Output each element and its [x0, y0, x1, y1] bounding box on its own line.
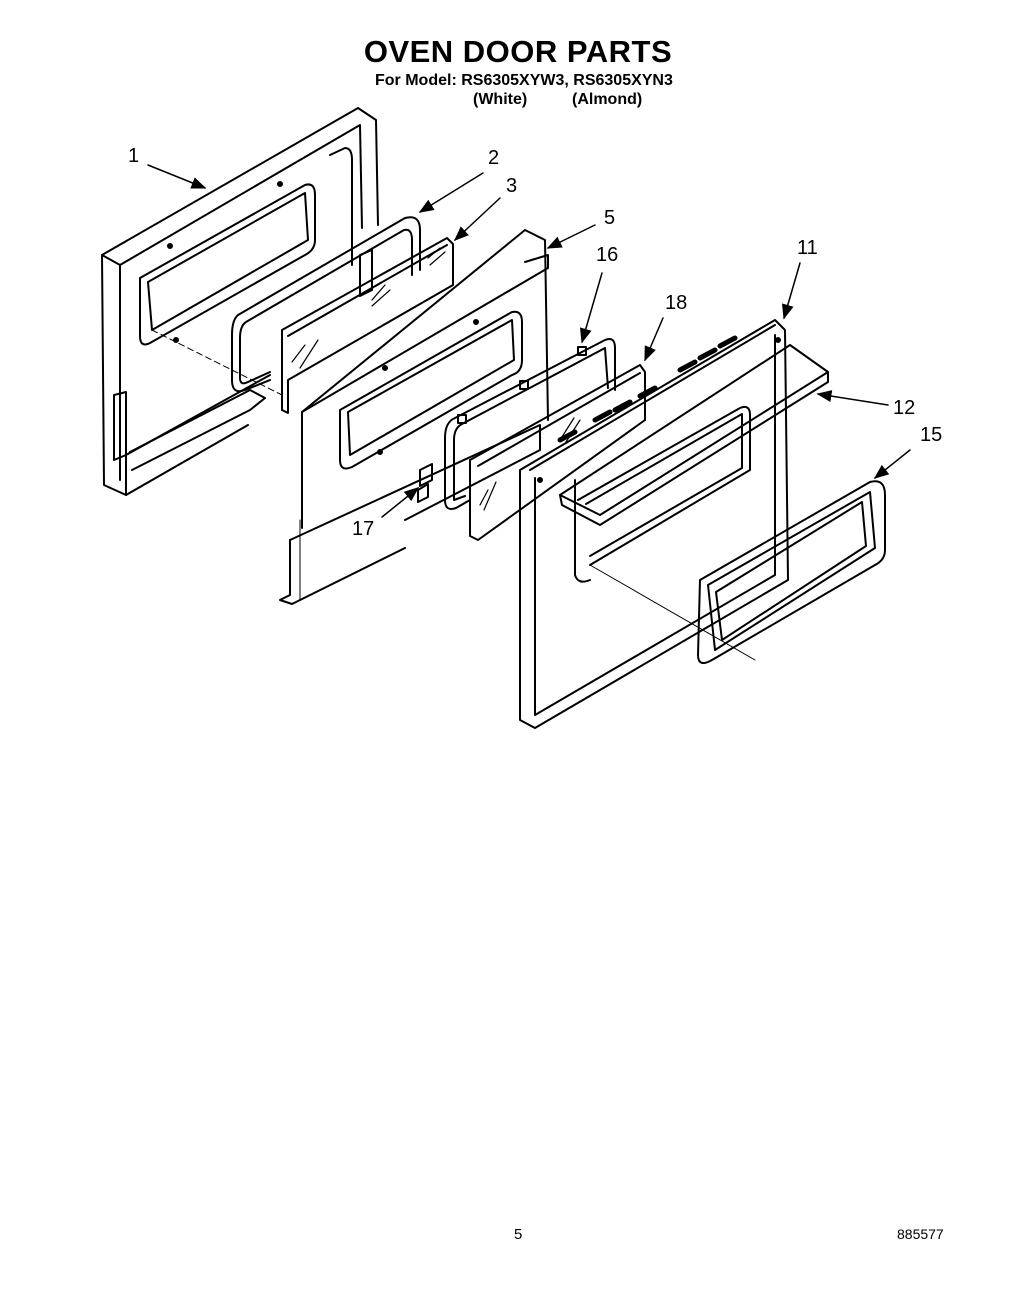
part-2-frame [231, 216, 421, 393]
callout-15: 15 [920, 424, 943, 446]
variant-white: (White) [473, 91, 528, 108]
variant-almond: (Almond) [572, 91, 643, 108]
part-1-outer-door-panel [101, 107, 379, 496]
callout-2: 2 [488, 147, 500, 169]
page-number: 5 [514, 1226, 523, 1243]
callout-1: 1 [128, 145, 140, 167]
part-12-handle [559, 344, 829, 526]
callout-17: 17 [352, 518, 375, 540]
callout-3: 3 [506, 175, 518, 197]
part-5-inner-panel [279, 229, 549, 605]
document-code: 885577 [897, 1226, 944, 1242]
part-15-window-gasket [697, 480, 886, 665]
part-17-hinge-clip [417, 463, 433, 503]
callout-16: 16 [596, 244, 619, 266]
part-18-inner-glass [469, 364, 646, 541]
callout-12: 12 [893, 397, 916, 419]
page-title: OVEN DOOR PARTS [363, 34, 673, 69]
part-3-glass-panel [281, 237, 454, 414]
alignment-lines [151, 329, 756, 661]
part-16-inner-frame [444, 338, 616, 510]
part-11-door-liner [519, 319, 789, 729]
callout-5: 5 [604, 207, 616, 229]
model-line: For Model: RS6305XYW3, RS6305XYN3 [375, 72, 673, 89]
callout-18: 18 [665, 292, 688, 314]
callout-11: 11 [797, 237, 818, 259]
leader-lines [147, 164, 911, 518]
